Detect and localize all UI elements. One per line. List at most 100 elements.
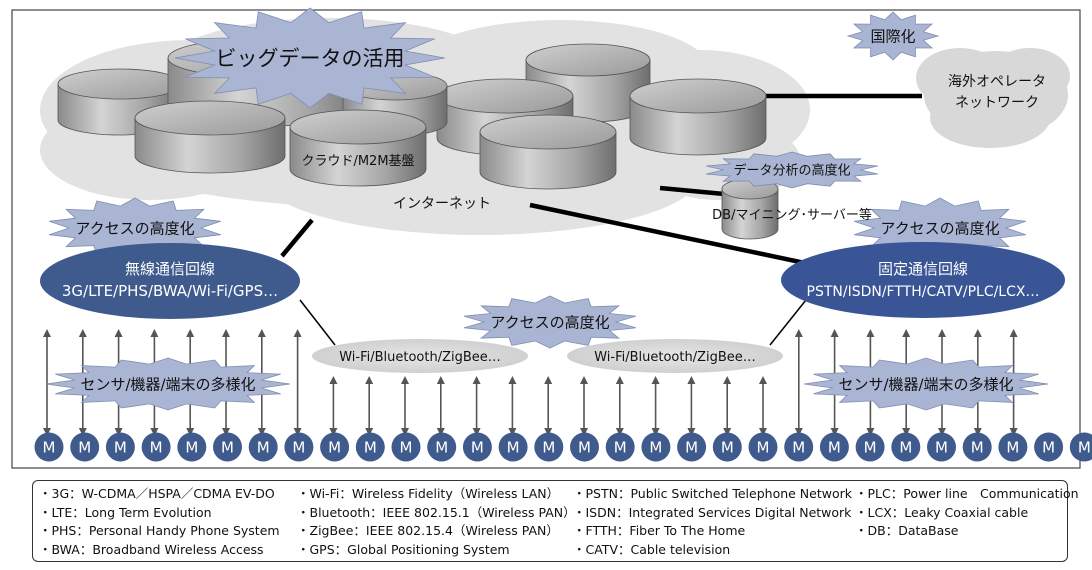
data-analysis-starburst-label: データ分析の高度化 <box>733 163 850 179</box>
fixed-title: 固定通信回線 <box>878 260 968 278</box>
legend-column-3: ・PSTN：Public Switched Telephone Network … <box>573 485 852 559</box>
device-node-label: M <box>971 439 984 457</box>
device-node: M <box>891 432 921 462</box>
legend-item: ・LCX：Leaky Coaxial cable <box>855 504 1029 520</box>
device-node-label: M <box>400 439 413 457</box>
device-node: M <box>498 432 528 462</box>
access-starburst-left: アクセスの高度化 <box>49 197 221 259</box>
device-node-label: M <box>114 439 127 457</box>
device-node-label: M <box>864 439 877 457</box>
connection-lines <box>280 93 922 273</box>
server-cylinder <box>134 100 286 174</box>
device-node-label: M <box>78 439 91 457</box>
device-node-label: M <box>935 439 948 457</box>
wireless-types: 3G/LTE/PHS/BWA/Wi-Fi/GPS… <box>62 282 278 300</box>
device-node-label: M <box>150 439 163 457</box>
access-starburst-center-label: アクセスの高度化 <box>490 313 609 331</box>
legend-item: ・Wi-Fi：Wireless Fidelity（Wireless LAN） <box>297 486 560 501</box>
device-node: M <box>70 432 100 462</box>
device-node-label: M <box>542 439 555 457</box>
device-node: M <box>605 432 635 462</box>
legend-item: ・CATV：Cable television <box>573 541 731 557</box>
legend-item: ・ZigBee：IEEE 802.15.4（Wireless PAN） <box>297 523 559 538</box>
device-node: M <box>177 432 207 462</box>
device-node: M <box>641 432 671 462</box>
line-to-fixed <box>529 202 839 273</box>
device-node-label: M <box>721 439 734 457</box>
legend-item: ・PHS：Personal Handy Phone System <box>39 523 280 538</box>
legend-column-2: ・Wi-Fi：Wireless Fidelity（Wireless LAN） ・… <box>297 485 576 559</box>
legend-item: ・PLC：Power line Communication <box>855 486 1079 501</box>
device-node-label: M <box>614 439 627 457</box>
server-cylinder <box>289 109 427 187</box>
device-node-label: M <box>328 439 341 457</box>
device-node-label: M <box>292 439 305 457</box>
device-node: M <box>570 432 599 462</box>
diversification-starburst-left-label: センサ/機器/端末の多様化 <box>80 375 255 393</box>
device-node: M <box>320 432 350 462</box>
short-range-left: Wi-Fi/Bluetooth/ZigBee… <box>339 350 501 365</box>
device-node-label: M <box>257 439 270 457</box>
device-node-label: M <box>221 439 234 457</box>
fixed-types: PSTN/ISDN/FTTH/CATV/PLC/LCX… <box>807 284 1040 300</box>
legend-item: ・DB：DataBase <box>855 523 959 538</box>
legend-item: ・GPS：Global Positioning System <box>297 541 510 557</box>
access-starburst-center: アクセスの高度化 <box>464 295 636 349</box>
device-node-label: M <box>578 439 591 457</box>
device-node: M <box>355 432 385 462</box>
db-label: DB/マイニング･サーバー等 <box>712 207 872 223</box>
legend-item: ・3G：W-CDMA／HSPA／CDMA EV-DO <box>39 486 275 501</box>
legend-item: ・ISDN：Integrated Services Digital Networ… <box>573 504 852 520</box>
device-node: M <box>427 432 457 462</box>
server-cylinder <box>479 114 617 190</box>
device-node: M <box>998 432 1028 462</box>
overseas-network-line2: ネットワーク <box>955 95 1039 111</box>
internationalization-starburst: 国際化 <box>846 11 940 61</box>
wireless-title: 無線通信回線 <box>125 260 215 278</box>
overseas-network-line1: 海外オペレータ <box>948 74 1046 90</box>
device-node: M <box>141 432 171 462</box>
device-node-label: M <box>757 439 770 457</box>
device-node: M <box>784 432 814 462</box>
device-node: M <box>34 432 64 462</box>
cloud-platform-label: クラウド/M2M基盤 <box>301 154 414 169</box>
device-node-label: M <box>471 439 484 457</box>
internet-label: インターネット <box>393 196 491 212</box>
device-node: M <box>712 432 742 462</box>
line-to-wireless <box>280 218 314 258</box>
diversification-starburst-right-label: センサ/機器/端末の多様化 <box>838 375 1013 393</box>
legend-item: ・LTE：Long Term Evolution <box>39 504 212 520</box>
device-node: M <box>462 432 492 462</box>
device-node: M <box>1069 432 1092 462</box>
data-analysis-starburst: データ分析の高度化 <box>706 151 878 189</box>
device-node: M <box>855 432 885 462</box>
device-node-label: M <box>649 439 662 457</box>
access-starburst-right-label: アクセスの高度化 <box>880 219 999 237</box>
device-node: M <box>819 432 849 462</box>
legend-item: ・BWA：Broadband Wireless Access <box>39 541 264 557</box>
overseas-cloud <box>916 48 1070 148</box>
title-starburst-label: ビッグデータの活用 <box>216 47 405 71</box>
device-node: M <box>927 432 956 462</box>
device-node-label: M <box>507 439 520 457</box>
device-node: M <box>962 432 992 462</box>
device-node-label: M <box>435 439 448 457</box>
device-node-label: M <box>792 439 805 457</box>
device-node-label: M <box>185 439 198 457</box>
network-diagram: ビッグデータの活用国際化データ分析の高度化アクセスの高度化アクセスの高度化アクセ… <box>11 7 1092 469</box>
device-node-label: M <box>685 439 698 457</box>
device-node: M <box>213 432 242 462</box>
device-node-label: M <box>1078 439 1091 457</box>
diversification-starbursts: センサ/機器/端末の多様化 センサ/機器/端末の多様化 <box>45 357 1049 411</box>
device-node-label: M <box>1006 439 1019 457</box>
legend-item: ・Bluetooth：IEEE 802.15.1（Wireless PAN） <box>297 504 576 520</box>
short-range-right: Wi-Fi/Bluetooth/ZigBee… <box>594 350 756 365</box>
diversification-starburst-right: センサ/機器/端末の多様化 <box>803 357 1049 411</box>
internationalization-starburst-label: 国際化 <box>870 27 915 45</box>
fixed-network: 固定通信回線 PSTN/ISDN/FTTH/CATV/PLC/LCX… <box>781 242 1065 318</box>
title-starburst: ビッグデータの活用 <box>174 7 446 109</box>
device-node-label: M <box>899 439 912 457</box>
device-node-label: M <box>828 439 841 457</box>
outer-frame <box>11 9 1081 469</box>
